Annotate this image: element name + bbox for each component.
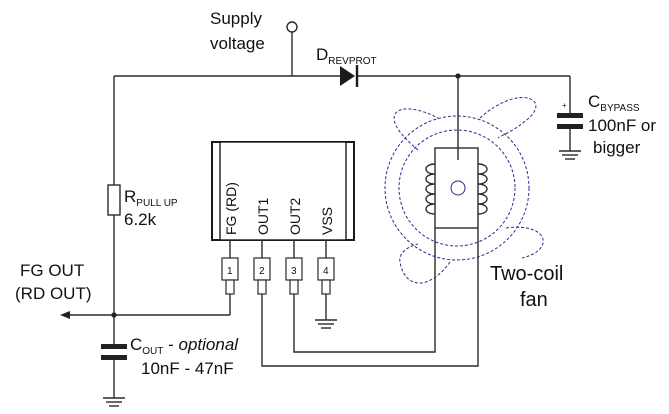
ic-pin-4: 4	[317, 240, 335, 295]
ic-pin-1: 1	[221, 240, 239, 295]
ic-pin-2: 2	[253, 240, 271, 295]
pin-label-out1: OUT1	[255, 197, 271, 235]
fan-label-line1: Two-coil	[490, 263, 563, 285]
svg-text:3: 3	[291, 266, 297, 277]
ground-icon	[103, 397, 125, 407]
pullup-label: RPULL UP	[124, 187, 178, 209]
pullup-value: 6.2k	[124, 210, 157, 229]
cbypass-value-line1: 100nF or	[588, 116, 656, 135]
pullup-resistor	[107, 184, 121, 216]
cbypass-value-line2: bigger	[593, 138, 641, 157]
fgout-arrow	[60, 311, 70, 319]
svg-text:1: 1	[227, 266, 233, 277]
pin-label-out2: OUT2	[287, 197, 303, 235]
fgout-label-line1: FG OUT	[20, 261, 84, 280]
cout-capacitor	[101, 344, 127, 360]
coil-left-icon	[425, 163, 436, 215]
junction-dot-fg	[111, 312, 117, 318]
fan-label-line2: fan	[520, 289, 548, 311]
supply-terminal	[286, 21, 298, 33]
ic-pin-3: 3	[285, 240, 303, 295]
pin-label-vss: VSS	[319, 207, 335, 235]
out2-wire	[293, 228, 436, 353]
cbypass-capacitor	[557, 113, 583, 129]
cout-value: 10nF - 47nF	[141, 359, 234, 378]
svg-text:2: 2	[259, 266, 265, 277]
fgout-label-line2: (RD OUT)	[15, 284, 91, 303]
svg-text:4: 4	[323, 266, 329, 277]
supply-label-line2: voltage	[210, 34, 265, 53]
ground-icon	[315, 319, 337, 329]
supply-label-line1: Supply	[210, 9, 262, 28]
cbypass-polarity: +	[562, 101, 567, 110]
out1-wire	[261, 228, 479, 367]
cout-label: COUT - optional	[130, 335, 239, 357]
cbypass-label: CBYPASS	[588, 92, 640, 114]
coil-frame	[434, 147, 479, 229]
ground-icon	[559, 150, 581, 160]
pin-label-fg: FG (RD)	[223, 182, 239, 235]
diode-symbol	[340, 65, 359, 87]
fan-outline	[384, 97, 544, 284]
coil-right-icon	[477, 163, 488, 215]
ic-chip	[211, 141, 355, 241]
fan-hub	[450, 180, 466, 196]
diode-label: DREVPROT	[316, 45, 377, 67]
